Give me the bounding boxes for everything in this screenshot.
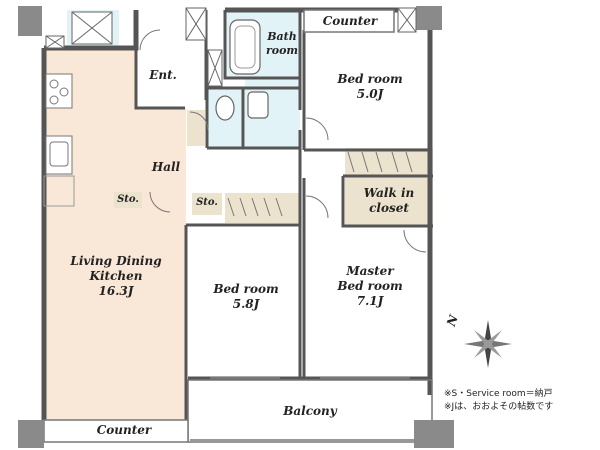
label-bath-line2: room bbox=[265, 44, 299, 57]
label-entrance: Ent. bbox=[149, 68, 177, 82]
top-counter bbox=[303, 9, 395, 33]
compass-icon bbox=[464, 320, 512, 368]
label-walkin: Walk in closet bbox=[350, 186, 428, 216]
label-master: Master Bed room 7.1J bbox=[328, 264, 412, 309]
burner bbox=[49, 79, 59, 89]
label-walkin-line1: Walk in bbox=[363, 186, 415, 200]
balcony-rail bbox=[187, 379, 433, 443]
legend-notes: ※S・Service room＝納戸 ※Jは、おおよその帖数です bbox=[444, 388, 553, 414]
label-sto-left: Sto. bbox=[117, 194, 139, 205]
pillar bbox=[18, 420, 44, 448]
label-ldk-line1: Living Dining bbox=[70, 254, 162, 268]
bathtub-inner bbox=[234, 25, 256, 69]
closet-strip-center bbox=[225, 193, 300, 223]
label-ldk: Living Dining Kitchen 16.3J bbox=[56, 254, 176, 299]
toilet bbox=[215, 95, 235, 121]
wash-basin bbox=[247, 91, 269, 119]
storage-upper bbox=[187, 110, 205, 146]
note-jo-count: ※Jは、おおよその帖数です bbox=[444, 402, 554, 412]
label-hall: Hall bbox=[151, 160, 181, 174]
ldk-floor bbox=[44, 48, 186, 420]
label-master-line1: Master bbox=[346, 264, 394, 278]
label-counter-bottom: Counter bbox=[96, 423, 152, 437]
label-master-line2: Bed room bbox=[337, 279, 403, 293]
label-bed-upper: Bed room 5.0J bbox=[330, 72, 410, 102]
sto-center-floor bbox=[192, 193, 222, 215]
entrance-floor bbox=[136, 48, 206, 108]
label-master-size: 7.1J bbox=[356, 294, 384, 308]
pillar bbox=[416, 6, 442, 30]
label-bed-upper-name: Bed room bbox=[337, 72, 403, 86]
compass-north-label: N bbox=[444, 312, 462, 329]
sink-basin bbox=[49, 141, 69, 167]
burner bbox=[49, 95, 59, 105]
sto-left-floor bbox=[114, 192, 142, 208]
walkin-floor bbox=[345, 177, 433, 226]
label-bath: Bath room bbox=[262, 30, 302, 58]
label-bed-mid-name: Bed room bbox=[213, 282, 279, 296]
burner bbox=[59, 87, 69, 97]
kitchen-counter bbox=[43, 175, 75, 207]
label-bed-mid-size: 5.8J bbox=[232, 297, 260, 311]
label-bed-mid: Bed room 5.8J bbox=[206, 282, 286, 312]
pillar bbox=[18, 6, 42, 36]
label-ldk-size: 16.3J bbox=[98, 284, 134, 298]
bathtub bbox=[229, 19, 261, 75]
label-walkin-line2: closet bbox=[369, 201, 409, 215]
pillar bbox=[414, 420, 454, 448]
label-bed-upper-size: 5.0J bbox=[356, 87, 384, 101]
label-sto-center: Sto. bbox=[196, 197, 218, 208]
label-ldk-line2: Kitchen bbox=[89, 269, 143, 283]
label-balcony: Balcony bbox=[283, 404, 337, 418]
note-service-room: ※S・Service room＝納戸 bbox=[444, 389, 553, 399]
label-bath-line1: Bath bbox=[267, 30, 297, 43]
label-counter-top: Counter bbox=[322, 14, 378, 28]
closet-strip-right bbox=[345, 148, 433, 176]
